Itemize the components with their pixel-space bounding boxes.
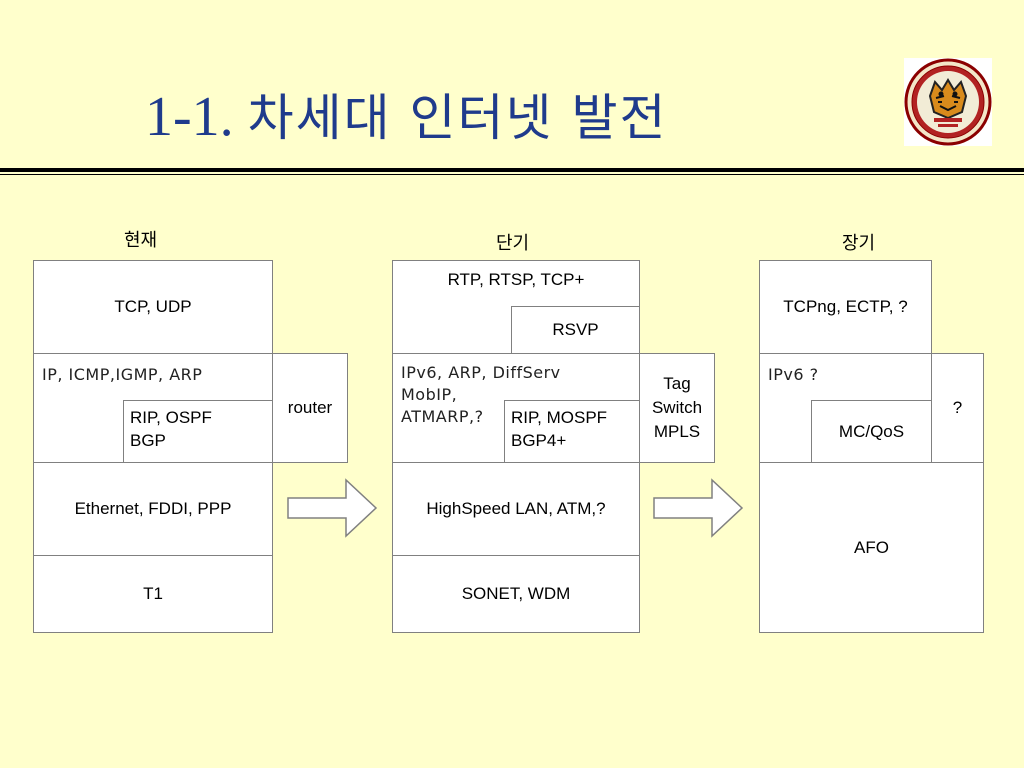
short-routing-line1: RIP, MOSPF <box>511 408 608 427</box>
short-switch-cell: Tag Switch MPLS <box>639 353 715 463</box>
long-afo-cell: AFO <box>759 462 984 633</box>
university-logo <box>904 58 992 146</box>
short-network-line1: IPv6, ARP, DiffServ <box>401 363 561 382</box>
long-qos-label: MC/QoS <box>838 421 905 441</box>
heading-short-term: 단기 <box>496 233 530 254</box>
short-routing-line2: BGP4+ <box>511 431 567 450</box>
current-link-label: Ethernet, FDDI, PPP <box>74 499 232 518</box>
long-network-label: IPv6 ? <box>768 365 819 384</box>
title-rule-thick <box>0 168 1024 172</box>
title-number: 1-1. <box>145 86 234 148</box>
short-routing-cell: RIP, MOSPF BGP4+ <box>504 400 640 463</box>
heading-current: 현재 <box>124 230 158 251</box>
short-physical-cell: SONET, WDM <box>392 555 640 633</box>
short-link-label: HighSpeed LAN, ATM,? <box>426 499 606 518</box>
short-switch-line3: MPLS <box>653 422 701 441</box>
arrow-short-to-long-icon <box>653 478 744 538</box>
current-link-cell: Ethernet, FDDI, PPP <box>33 462 273 556</box>
current-routing-line1: RIP, OSPF <box>130 408 212 427</box>
short-switch-line2: Switch <box>651 398 703 417</box>
long-transport-cell: TCPng, ECTP, ? <box>759 260 932 354</box>
long-afo-label: AFO <box>854 537 889 557</box>
title-text: 차세대 인터넷 발전 <box>247 89 668 147</box>
current-network-label: IP, ICMP,IGMP, ARP <box>42 365 203 384</box>
long-qos-cell: MC/QoS <box>811 400 932 463</box>
current-router-label: router <box>287 398 333 417</box>
page-title: 1-1. 차세대 인터넷 발전 <box>145 78 667 150</box>
current-physical-label: T1 <box>143 584 163 603</box>
current-routing-line2: BGP <box>130 431 166 450</box>
short-rsvp-label: RSVP <box>552 320 599 339</box>
short-rsvp-cell: RSVP <box>511 306 640 354</box>
current-transport-label: TCP, UDP <box>114 297 192 316</box>
current-physical-cell: T1 <box>33 555 273 633</box>
long-transport-label: TCPng, ECTP, ? <box>783 297 908 316</box>
current-router-cell: router <box>272 353 348 463</box>
arrow-current-to-short-icon <box>287 478 378 538</box>
current-routing-cell: RIP, OSPF BGP <box>123 400 273 463</box>
short-network-line2: MobIP, <box>401 385 458 404</box>
current-transport-cell: TCP, UDP <box>33 260 273 354</box>
title-rule-thin <box>0 174 1024 175</box>
heading-long-term: 장기 <box>842 233 876 254</box>
short-switch-line1: Tag <box>663 374 691 393</box>
long-side-cell: ? <box>931 353 984 463</box>
short-transport-label: RTP, RTSP, TCP+ <box>447 270 585 289</box>
short-link-cell: HighSpeed LAN, ATM,? <box>392 462 640 556</box>
long-side-label: ? <box>952 398 963 417</box>
tiger-seal-icon <box>904 58 992 146</box>
short-network-line3: ATMARP,? <box>401 407 484 426</box>
short-physical-label: SONET, WDM <box>461 584 571 603</box>
